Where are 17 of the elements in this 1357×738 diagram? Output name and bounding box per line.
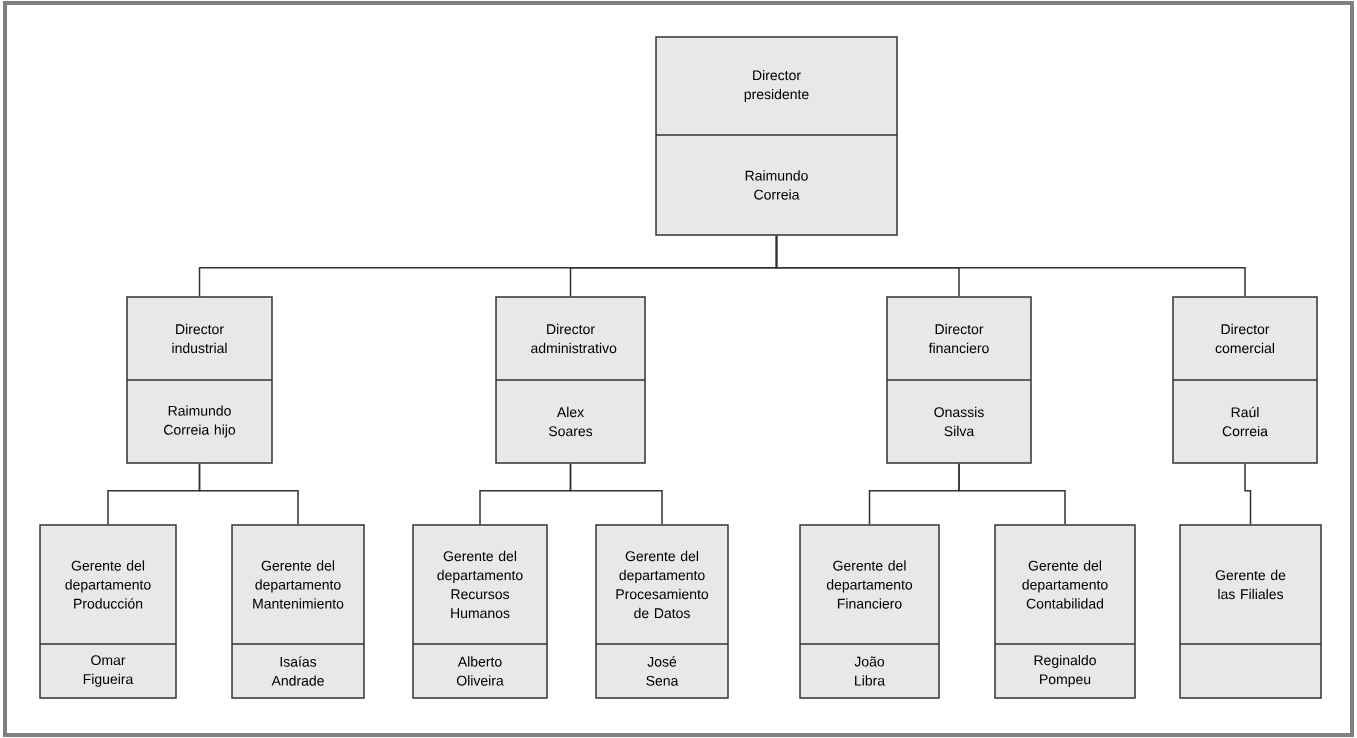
org-box: Director administrativo Alex Soares [495,296,646,464]
org-box: Director presidente Raimundo Correia [655,36,898,236]
org-box: Gerente del departamento Financiero João Libra [799,524,940,699]
org-box: Gerente del departamento Recursos Humanos Alberto Oliveira [412,524,548,699]
org-box: Gerente del departamento Contabilidad Reginaldo Pompeu [994,524,1136,699]
connector-line [569,463,663,525]
org-box: Gerente del departamento Mantenimiento Isaías Andrade [231,524,365,699]
org-box: Director comercial Raúl Correia [1172,296,1318,464]
org-box: Director industrial Raimundo Correia hijo [126,296,273,464]
connector-line [198,463,299,525]
org-box: Gerente del departamento Producción Omar Figueira [39,524,177,699]
connector-line [958,463,1066,525]
org-box: Gerente del departamento Procesamiento de Datos José Sena [595,524,729,699]
org-box: Gerente de las Filiales [1179,524,1322,699]
org-box: Director financiero Onassis Silva [886,296,1032,464]
connector-line [775,235,1246,297]
connector-line [1244,463,1252,525]
